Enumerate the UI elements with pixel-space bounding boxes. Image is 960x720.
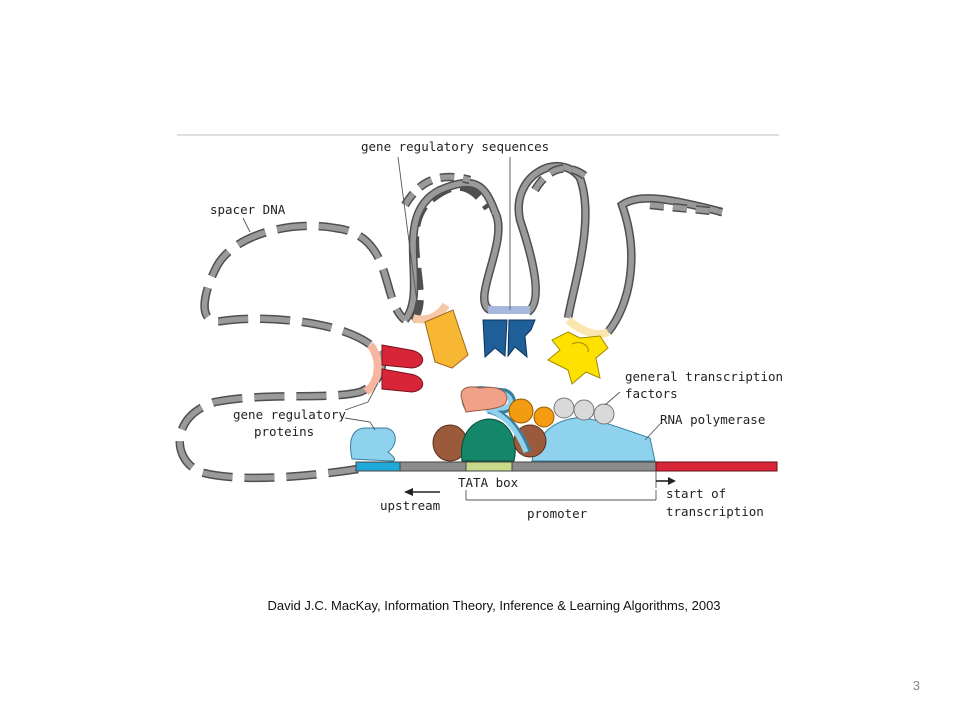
transcription-factor-gray-2	[573, 399, 595, 421]
label-general-transcription-factors-line2: factors	[625, 386, 678, 401]
tata-box-segment	[465, 461, 513, 472]
label-gene-regulatory-proteins-line2: proteins	[254, 424, 314, 439]
dna-segment-upstream	[399, 461, 467, 472]
regulatory-sequence-cyan	[355, 461, 401, 472]
regulatory-sequence-peach	[411, 302, 450, 324]
label-promoter: promoter	[527, 506, 588, 521]
dna-segment-promoter	[511, 461, 657, 472]
label-gene-regulatory-proteins-line1: gene regulatory	[233, 407, 346, 422]
upstream-arrow	[404, 488, 440, 496]
transcription-factor-gray-1	[553, 397, 575, 419]
slide-number: 3	[912, 678, 920, 693]
regulatory-protein-yellow	[547, 331, 609, 385]
transcription-factor-gray-3	[593, 403, 615, 425]
label-gene-regulatory-sequences: gene regulatory sequences	[361, 139, 549, 154]
regulatory-protein-red	[381, 344, 424, 393]
leader-lines	[242, 156, 663, 501]
citation-caption: David J.C. MacKay, Information Theory, I…	[267, 598, 721, 613]
transcribed-region	[655, 461, 778, 472]
gene-regulatory-protein-blue	[350, 427, 396, 462]
label-upstream: upstream	[380, 498, 440, 513]
regulatory-sequence-salmon-1	[363, 342, 382, 396]
transcription-factor-salmon	[460, 386, 508, 413]
label-spacer-dna: spacer DNA	[210, 202, 286, 217]
label-start-of-transcription-line2: transcription	[666, 504, 764, 519]
label-general-transcription-factors-line1: general transcription	[625, 369, 783, 384]
transcription-factor-green	[461, 418, 516, 462]
transcription-factor-orange-large	[508, 398, 534, 424]
spacer-dna-strand	[175, 162, 724, 483]
label-tata-box: TATA box	[458, 475, 519, 490]
label-rna-polymerase: RNA polymerase	[660, 412, 765, 427]
label-start-of-transcription-line1: start of	[666, 486, 726, 501]
regulatory-sequence-cream	[565, 316, 610, 339]
regulatory-protein-orange	[424, 309, 469, 369]
transcription-factor-orange-small	[533, 406, 555, 428]
regulatory-protein-darkblue	[482, 319, 536, 359]
start-of-transcription-arrow	[656, 477, 676, 485]
